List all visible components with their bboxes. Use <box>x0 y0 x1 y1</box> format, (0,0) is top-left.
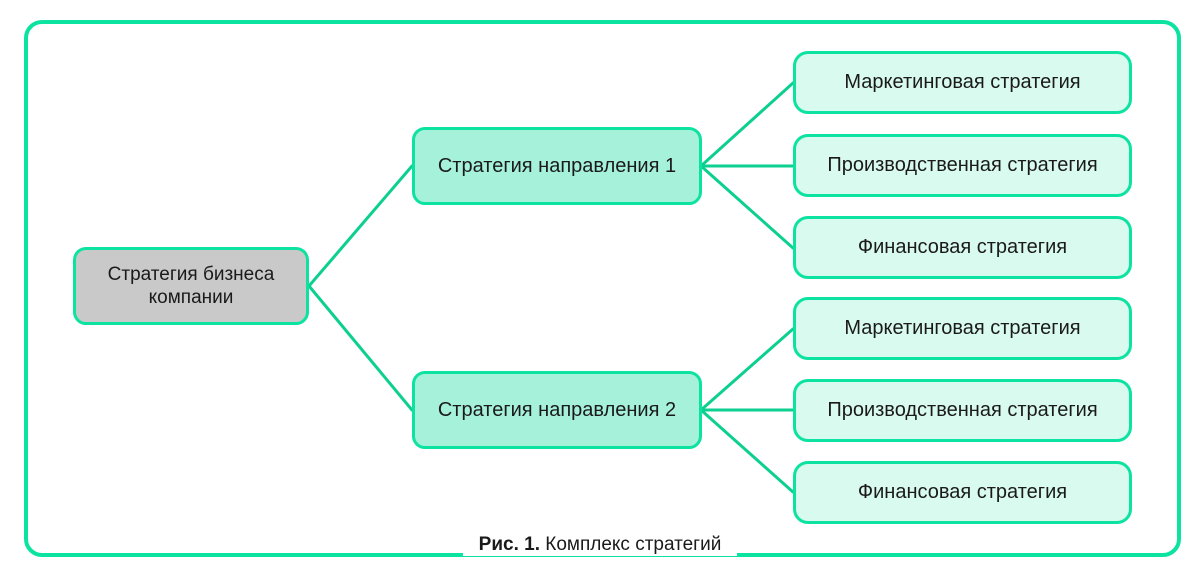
node-branch-2-label: Стратегия направления 2 <box>437 398 677 421</box>
node-branch-2-leaf-1-label: Маркетинговая стратегия <box>844 317 1081 340</box>
node-branch-1-leaf-1[interactable]: Маркетинговая стратегия <box>793 51 1132 114</box>
node-branch-2-leaf-2[interactable]: Производственная стратегия <box>793 379 1132 442</box>
node-branch-1-leaf-2[interactable]: Производственная стратегия <box>793 134 1132 197</box>
node-branch-2-leaf-3[interactable]: Финансовая стратегия <box>793 461 1132 524</box>
node-branch-1-leaf-1-label: Маркетинговая стратегия <box>844 71 1081 94</box>
connector-group-root <box>307 164 414 412</box>
node-root-label: Стратегия бизнеса компании <box>108 263 275 309</box>
node-root-label-line2: компании <box>148 287 234 308</box>
connector-branch-1-to-leaf-3 <box>699 164 795 250</box>
node-branch-2-leaf-1[interactable]: Маркетинговая стратегия <box>793 297 1132 360</box>
node-root[interactable]: Стратегия бизнеса компании <box>73 247 309 325</box>
node-root-label-line1: Стратегия бизнеса <box>107 263 275 285</box>
connector-branch-1-to-leaf-1 <box>699 81 795 168</box>
node-branch-1-leaf-3[interactable]: Финансовая стратегия <box>793 216 1132 279</box>
node-branch-2-leaf-2-label: Производственная стратегия <box>827 399 1098 422</box>
node-branch-1[interactable]: Стратегия направления 1 <box>412 127 702 205</box>
connector-branch-2-to-leaf-3 <box>699 408 795 494</box>
connector-branch-2-to-leaf-1 <box>699 327 795 412</box>
connector-root-to-branch-1 <box>307 164 414 288</box>
node-branch-1-label: Стратегия направления 1 <box>437 154 677 177</box>
connector-group-branch-2 <box>699 327 795 494</box>
connector-group-branch-1 <box>699 81 795 250</box>
connector-root-to-branch-2 <box>307 284 414 412</box>
node-branch-1-leaf-3-label: Финансовая стратегия <box>857 236 1068 259</box>
node-branch-1-leaf-2-label: Производственная стратегия <box>827 154 1098 177</box>
node-branch-2-leaf-3-label: Финансовая стратегия <box>857 481 1068 504</box>
node-branch-2[interactable]: Стратегия направления 2 <box>412 371 702 449</box>
figure-frame <box>24 20 1181 557</box>
